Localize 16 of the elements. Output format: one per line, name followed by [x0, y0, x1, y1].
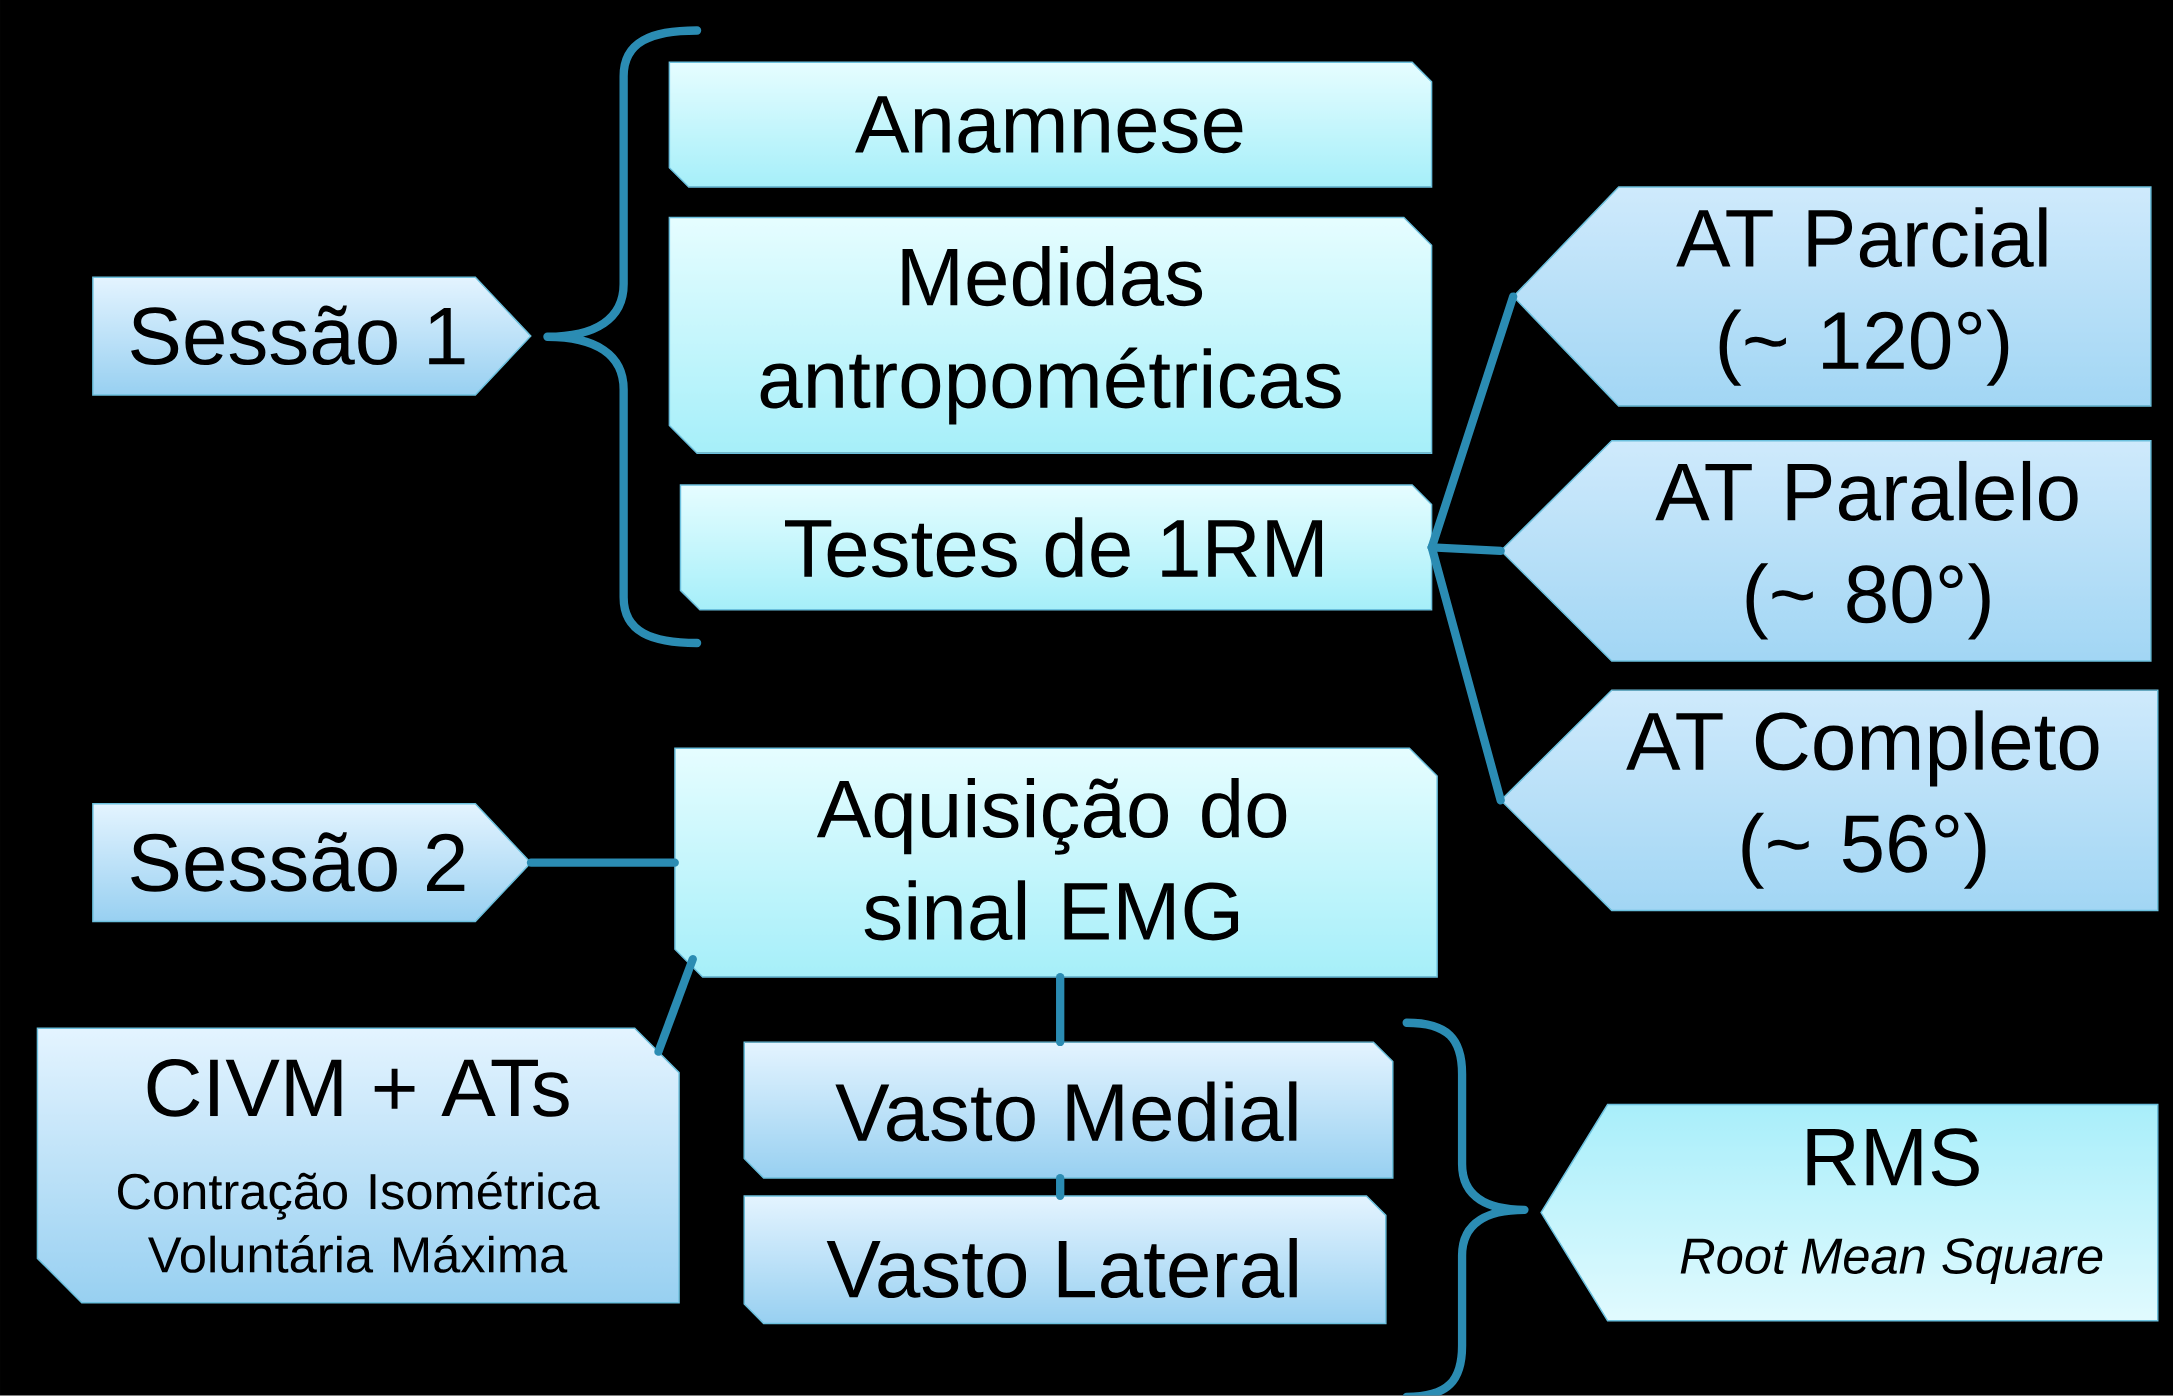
process-box: Anamnese: [668, 61, 1433, 189]
connector-line: [654, 955, 697, 1057]
process-box: Vasto Lateral: [743, 1195, 1387, 1325]
pointed-box: RMS Root Mean Square: [1540, 1104, 2159, 1322]
process-box: CIVM + ATs Contração Isométrica Voluntária Máxima: [36, 1027, 680, 1304]
process-box: Aquisição do sinal EMG: [674, 747, 1438, 978]
process-box: Vasto Medial: [743, 1041, 1394, 1179]
tag-box: Sessão 2: [92, 803, 532, 923]
tag-box: Sessão 1: [92, 276, 532, 396]
process-box: Medidas antropométricas: [668, 217, 1433, 455]
connector-line: [1427, 543, 1505, 805]
process-box: Testes de 1RM: [679, 484, 1433, 611]
connector-line: [1056, 1174, 1065, 1201]
connector-line: [526, 858, 679, 868]
connector-line: [1056, 973, 1065, 1047]
pointed-box: AT Parcial (~ 120°): [1512, 186, 2152, 407]
